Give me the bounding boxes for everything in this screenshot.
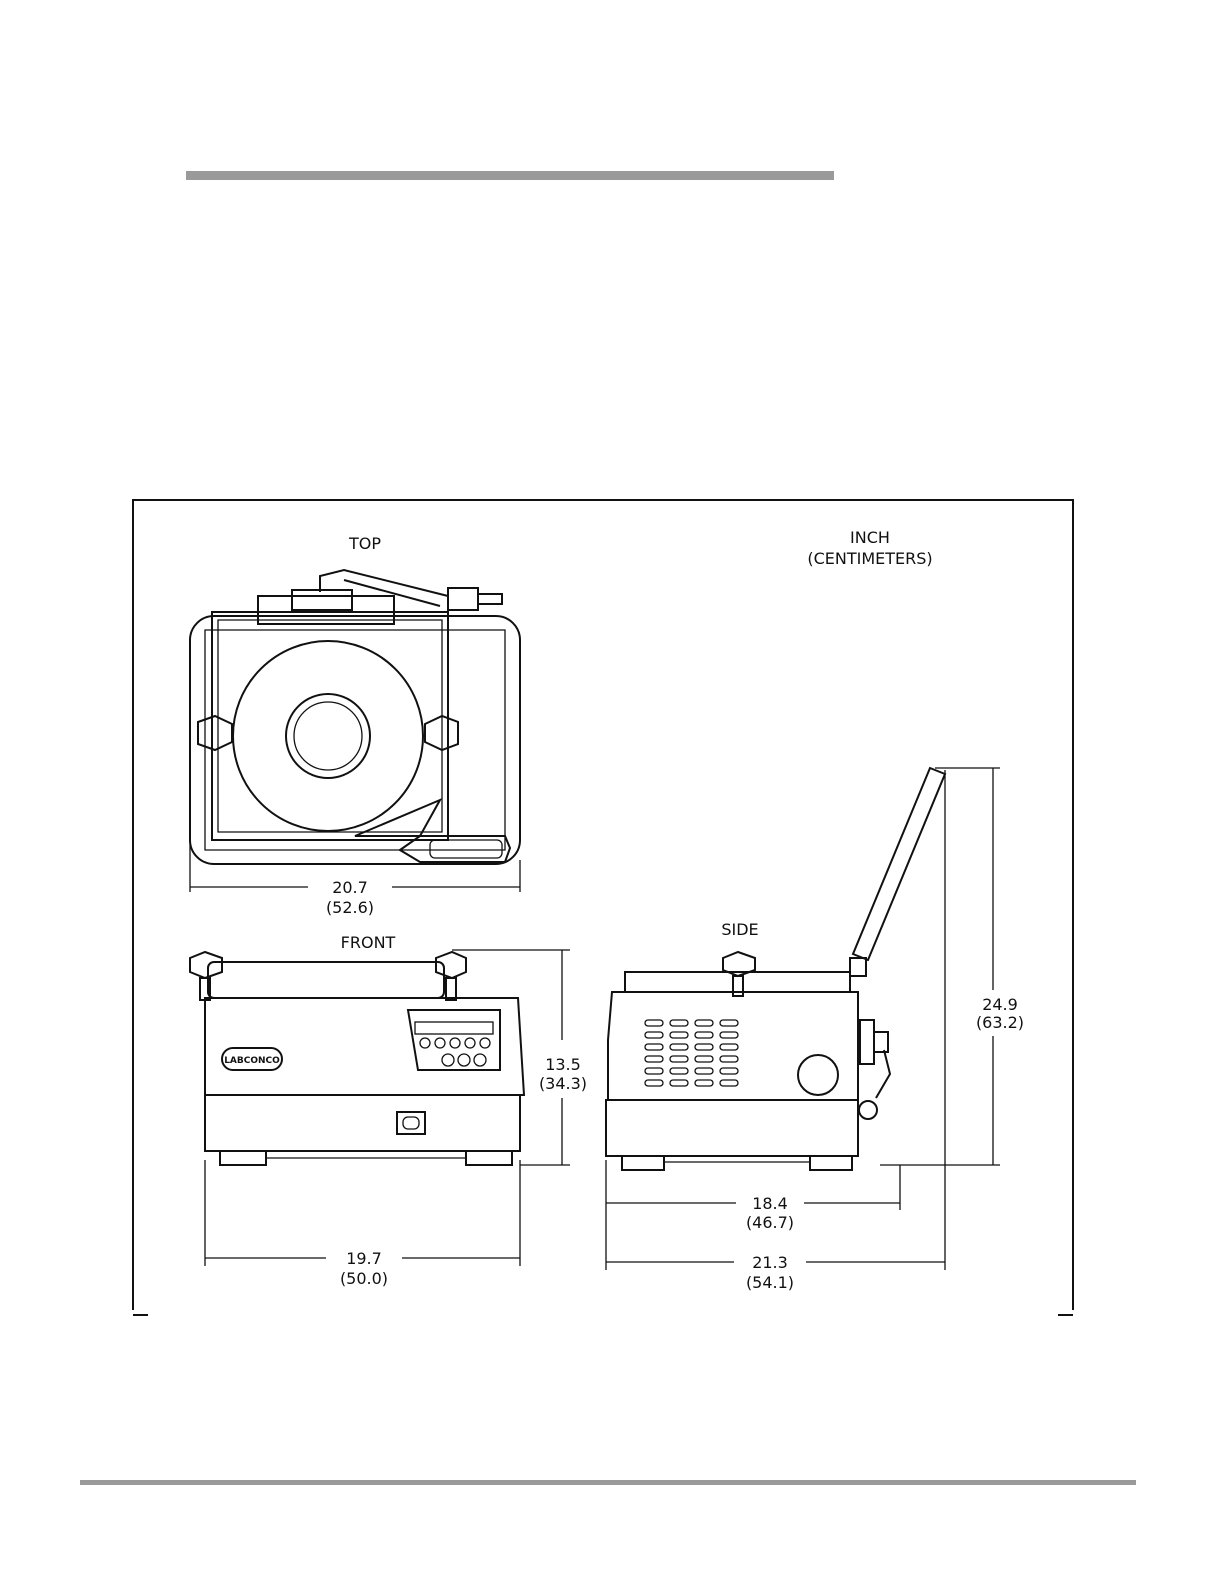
top-view-rotor-lid [233, 641, 423, 831]
front-height-inch: 13.5 [545, 1055, 581, 1074]
units-primary: INCH [850, 528, 890, 547]
side-overall-cm: (54.1) [746, 1273, 794, 1292]
side-vents [645, 1020, 738, 1086]
side-depth-cm: (46.7) [746, 1213, 794, 1232]
label-side: SIDE [721, 920, 758, 939]
side-view-base [606, 1100, 858, 1156]
rear-fitting [860, 1020, 874, 1064]
front-right-knob [436, 952, 466, 978]
front-view-upper-body [205, 998, 524, 1095]
top-view-lid-frame [212, 612, 448, 840]
front-view-base [205, 1095, 520, 1151]
brand-label: LABCONCO [224, 1056, 280, 1066]
front-left-knob [190, 952, 222, 978]
front-width-inch: 19.7 [346, 1249, 382, 1268]
top-view-inner-panel [205, 630, 505, 850]
front-height-cm: (34.3) [539, 1074, 587, 1093]
open-height-inch: 24.9 [982, 995, 1018, 1014]
vacuum-hose [320, 570, 448, 596]
top-width-inch: 20.7 [332, 878, 368, 897]
side-port [798, 1055, 838, 1095]
side-open-lid [853, 768, 945, 960]
vacuum-fitting [448, 588, 478, 610]
power-switch [397, 1112, 425, 1134]
left-clamp-knob [198, 716, 232, 750]
front-width-cm: (50.0) [340, 1269, 388, 1288]
diagram-frame [133, 500, 1073, 1310]
label-top: TOP [348, 534, 381, 553]
side-depth-inch: 18.4 [752, 1194, 788, 1213]
units-secondary: (CENTIMETERS) [807, 549, 932, 568]
label-front: FRONT [341, 933, 396, 952]
top-width-cm: (52.6) [326, 898, 374, 917]
top-view-center-window [286, 694, 370, 778]
front-view-lid [208, 962, 444, 998]
side-view: 18.4 (46.7) 21.3 (54.1) 24.9 (63.2) [606, 768, 1024, 1292]
open-height-cm: (63.2) [976, 1013, 1024, 1032]
front-view: LABCONCO 13.5 (34.3) 19.7 (50.0) [190, 950, 587, 1288]
top-view: 20.7 (52.6) [190, 570, 520, 917]
side-overall-inch: 21.3 [752, 1253, 788, 1272]
